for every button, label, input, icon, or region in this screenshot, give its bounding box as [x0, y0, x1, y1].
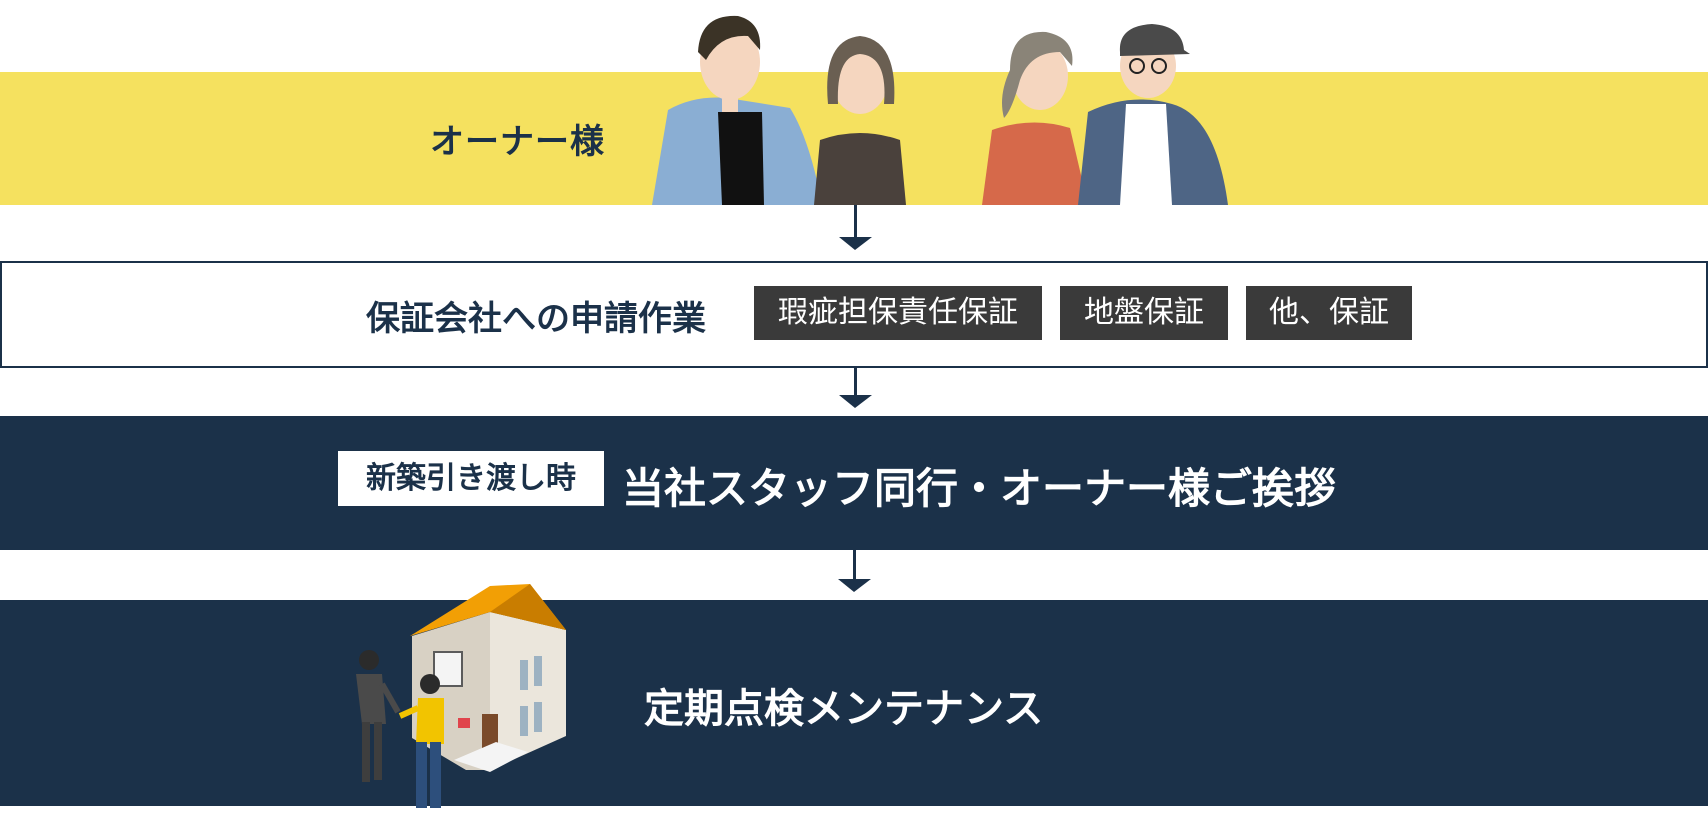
- handover-label: 当社スタッフ同行・オーナー様ご挨拶: [622, 464, 1337, 513]
- handover-tag: 新築引き渡し時: [338, 451, 604, 506]
- down-arrow-icon: [839, 205, 872, 250]
- other-warranty-tag: 他、保証: [1246, 286, 1412, 340]
- down-arrow-icon: [839, 366, 872, 408]
- application-label: 保証会社への申請作業: [366, 299, 706, 339]
- owner-man-1-icon: [652, 15, 822, 205]
- ground-warranty-tag: 地盤保証: [1060, 286, 1228, 340]
- maintenance-label: 定期点検メンテナンス: [644, 686, 1044, 732]
- owner-woman-2-icon: [982, 31, 1088, 205]
- warranty-tag: 瑕疵担保責任保証: [754, 286, 1042, 340]
- handover-band: [0, 416, 1708, 550]
- maintenance-band: [0, 600, 1708, 806]
- down-arrow-icon: [838, 550, 871, 593]
- customer-person-icon: [398, 674, 444, 808]
- owner-woman-1-icon: [814, 36, 906, 205]
- owner-label: オーナー様: [430, 122, 605, 162]
- staff-person-icon: [356, 650, 401, 782]
- owner-man-2-icon: [1078, 24, 1228, 205]
